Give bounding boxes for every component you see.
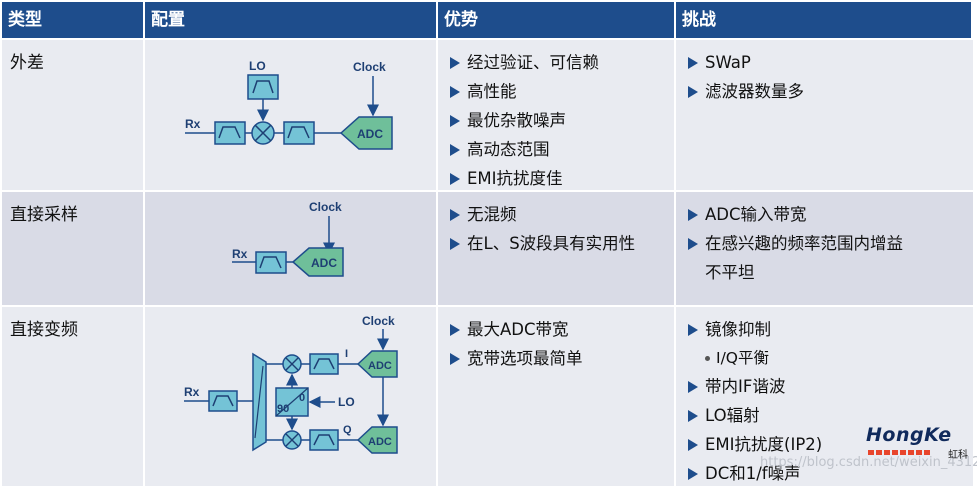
- table-header: 类型 配置 优势 挑战: [2, 2, 973, 38]
- rx-filter-block: [255, 251, 287, 274]
- phase-0-label: 0: [299, 392, 305, 404]
- row-type-label: 直接采样: [10, 205, 78, 225]
- adc-block: [291, 247, 344, 277]
- if-filter-block: [283, 121, 315, 145]
- header-advantages: 优势: [438, 2, 676, 38]
- challenges-list: 镜像抑制 I/Q平衡 带内IF谐波 LO辐射 EMI抗扰度(IP2) DC和1/…: [676, 307, 973, 488]
- lo-label: LO: [338, 395, 355, 409]
- bullet-arrow-icon: [450, 86, 460, 98]
- bullet-arrow-icon: [450, 324, 460, 336]
- bullet-arrow-icon: [688, 468, 698, 480]
- list-item: SWaP: [688, 48, 973, 77]
- list-item-continuation: 不平坦: [705, 263, 755, 282]
- list-item: 高性能: [450, 77, 674, 106]
- phase-90-label: 90: [277, 403, 289, 415]
- logo-name: HongKe: [866, 424, 952, 446]
- bullet-arrow-icon: [450, 57, 460, 69]
- list-subitem: I/Q平衡: [688, 344, 973, 372]
- list-item: 在L、S波段具有实用性: [450, 229, 674, 258]
- list-item: 无混频: [450, 200, 674, 229]
- logo-dots-icon: [868, 450, 930, 455]
- direct-conversion-diagram: Rx: [145, 307, 436, 486]
- header-config: 配置: [145, 2, 438, 38]
- bullet-arrow-icon: [450, 209, 460, 221]
- header-challenges: 挑战: [676, 2, 973, 38]
- adc-q-block: [356, 426, 398, 454]
- list-item: EMI抗扰度(IP2): [688, 430, 973, 459]
- list-item: EMI抗扰度佳: [450, 164, 674, 193]
- bullet-arrow-icon: [688, 439, 698, 451]
- adc-label: ADC: [357, 127, 383, 141]
- list-item: ADC输入带宽: [688, 200, 973, 229]
- lo-filter-block: [247, 74, 279, 100]
- i-filter-block: [309, 353, 339, 375]
- list-item: 最优杂散噪声: [450, 106, 674, 135]
- q-label: Q: [343, 424, 352, 436]
- list-item: 带内IF谐波: [688, 372, 973, 401]
- bullet-arrow-icon: [450, 238, 460, 250]
- heterodyne-diagram: LO Rx: [145, 40, 436, 190]
- bullet-arrow-icon: [450, 353, 460, 365]
- challenges-list: ADC输入带宽 在感兴趣的频率范围内增益 不平坦: [676, 192, 973, 287]
- q-filter-block: [309, 429, 339, 451]
- advantages-list: 最大ADC带宽 宽带选项最简单: [438, 307, 674, 373]
- row-type-label: 外差: [10, 53, 44, 73]
- bullet-arrow-icon: [688, 86, 698, 98]
- bullet-arrow-icon: [688, 238, 698, 250]
- bullet-arrow-icon: [688, 410, 698, 422]
- advantages-list: 无混频 在L、S波段具有实用性: [438, 192, 674, 258]
- logo-subtitle: 虹科: [948, 450, 968, 461]
- rx-filter-block: [208, 390, 238, 412]
- bullet-arrow-icon: [688, 57, 698, 69]
- i-label: I: [345, 348, 348, 360]
- bullet-arrow-icon: [688, 381, 698, 393]
- direct-sampling-diagram: Clock Rx ADC: [145, 192, 436, 305]
- list-item: LO辐射: [688, 401, 973, 430]
- bullet-dot-icon: [705, 356, 710, 361]
- challenges-list: SWaP 滤波器数量多: [676, 40, 973, 106]
- table-row-heterodyne: 外差 LO Rx: [2, 38, 973, 190]
- row-type-label: 直接变频: [10, 320, 78, 340]
- list-item: 在感兴趣的频率范围内增益: [688, 229, 973, 258]
- lo-label: LO: [249, 59, 266, 73]
- list-item: 镜像抑制: [688, 315, 973, 344]
- watermark-text: https://blog.csdn.net/weixin_43123641: [760, 455, 977, 470]
- list-item: 滤波器数量多: [688, 77, 973, 106]
- list-item: 宽带选项最简单: [450, 344, 674, 373]
- adc-label: ADC: [311, 256, 337, 270]
- rx-label: Rx: [184, 385, 200, 399]
- adc-q-label: ADC: [368, 436, 392, 448]
- clock-label: Clock: [362, 314, 395, 328]
- adc-i-block: [356, 350, 398, 378]
- list-item: 经过验证、可信赖: [450, 48, 674, 77]
- bullet-arrow-icon: [688, 324, 698, 336]
- table-row-direct-sampling: 直接采样 Clock Rx ADC: [2, 190, 973, 305]
- hongke-logo: HongKe 虹科: [866, 424, 970, 464]
- adc-block: [339, 116, 393, 150]
- rx-label: Rx: [185, 117, 201, 131]
- clock-label: Clock: [309, 200, 342, 214]
- clock-label: Clock: [353, 60, 386, 74]
- bullet-arrow-icon: [450, 115, 460, 127]
- rx-filter-block: [214, 121, 246, 145]
- table-row-direct-conversion: 直接变频 Rx: [2, 305, 973, 486]
- bullet-arrow-icon: [450, 173, 460, 185]
- adc-i-label: ADC: [368, 360, 392, 372]
- list-item: 高动态范围: [450, 135, 674, 164]
- list-item: DC和1/f噪声: [688, 459, 973, 488]
- bullet-arrow-icon: [450, 144, 460, 156]
- rx-label: Rx: [232, 247, 248, 261]
- list-item: 最大ADC带宽: [450, 315, 674, 344]
- bullet-arrow-icon: [688, 209, 698, 221]
- advantages-list: 经过验证、可信赖 高性能 最优杂散噪声 高动态范围 EMI抗扰度佳: [438, 40, 674, 193]
- header-type: 类型: [2, 2, 145, 38]
